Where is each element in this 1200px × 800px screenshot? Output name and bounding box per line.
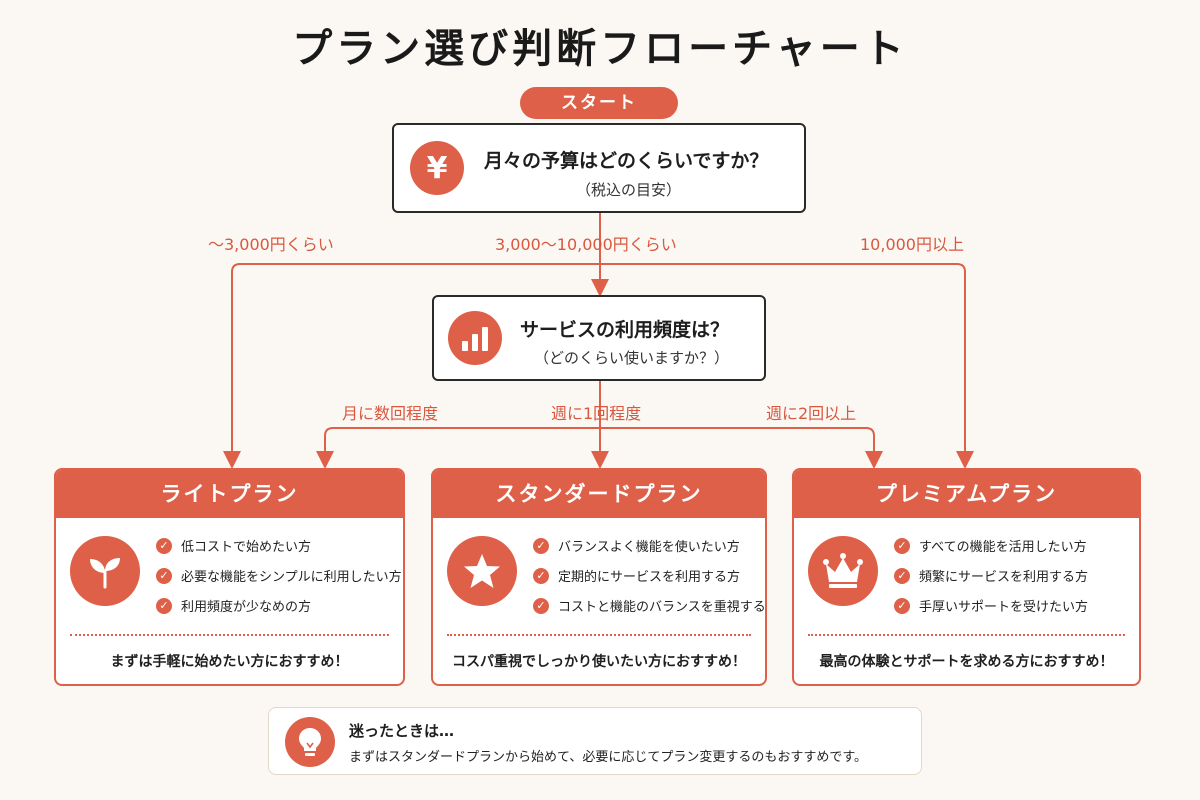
lightbulb-icon [285, 717, 335, 767]
check-icon: ✓ [156, 537, 172, 554]
divider [447, 634, 751, 636]
bar-chart-icon [448, 311, 502, 365]
plan-recommendation: まずは手軽に始めたい方におすすめ！ [110, 654, 349, 670]
plan-feature: ✓定期的にサービスを利用する方 [533, 566, 740, 585]
plan-feature: ✓バランスよく機能を使いたい方 [533, 536, 740, 555]
start-badge: スタート [520, 87, 678, 119]
plan-recommendation: 最高の体験とサポートを求める方におすすめ！ [819, 654, 1114, 670]
tip-body: まずはスタンダードプランから始めて、必要に応じてプラン変更するのもおすすめです。 [349, 750, 868, 765]
plan-feature: ✓手厚いサポートを受けたい方 [894, 596, 1088, 615]
plan-name: スタンダードプラン [433, 470, 765, 518]
question-frequency: サービスの利用頻度は？ （どのくらい使いますか？） [432, 295, 766, 381]
plan-feature: ✓利用頻度が少なめの方 [156, 596, 311, 615]
plan-name: プレミアムプラン [794, 470, 1139, 518]
plan-name: ライトプラン [56, 470, 403, 518]
branch-budget-high: 10,000円以上 [860, 235, 964, 254]
branch-budget-mid: 3,000〜10,000円くらい [495, 235, 677, 254]
question-frequency-note: （どのくらい使いますか？） [534, 349, 730, 367]
page-title: プラン選び判断フローチャート [292, 26, 908, 72]
star-icon [447, 536, 517, 606]
connector-freq-weekly-twice [600, 427, 883, 469]
tip-box: 迷ったときは… まずはスタンダードプランから始めて、必要に応じてプラン変更するの… [268, 707, 922, 775]
sprout-icon [70, 536, 140, 606]
check-icon: ✓ [533, 597, 549, 614]
plan-card-standard: スタンダードプラン ✓バランスよく機能を使いたい方 ✓定期的にサービスを利用する… [431, 468, 767, 686]
divider [808, 634, 1125, 636]
tip-title: 迷ったときは… [349, 722, 455, 740]
plan-feature: ✓必要な機能をシンプルに利用したい方 [156, 566, 402, 585]
plan-recommendation: コスパ重視でしっかり使いたい方におすすめ！ [452, 654, 746, 670]
branch-freq-weekly-twice: 週に2回以上 [766, 404, 857, 423]
plan-feature: ✓コストと機能のバランスを重視する方 [533, 596, 765, 615]
question-budget-note: （税込の目安） [576, 181, 682, 199]
divider [70, 634, 389, 636]
plan-feature: ✓頻繁にサービスを利用する方 [894, 566, 1088, 585]
branch-budget-low: 〜3,000円くらい [208, 235, 334, 254]
question-frequency-text: サービスの利用頻度は？ [520, 319, 730, 341]
plan-feature: ✓すべての機能を活用したい方 [894, 536, 1087, 555]
plan-feature: ✓低コストで始めたい方 [156, 536, 311, 555]
check-icon: ✓ [533, 567, 549, 584]
plan-card-premium: プレミアムプラン ✓すべての機能を活用したい方 ✓頻繁にサービスを利用する方 ✓… [792, 468, 1141, 686]
crown-icon [808, 536, 878, 606]
yen-icon: ¥ [410, 141, 464, 195]
check-icon: ✓ [156, 597, 172, 614]
branch-freq-weekly-once: 週に1回程度 [551, 404, 642, 423]
check-icon: ✓ [533, 537, 549, 554]
connector-freq-monthly [316, 427, 600, 469]
check-icon: ✓ [156, 567, 172, 584]
plan-card-light: ライトプラン ✓低コストで始めたい方 ✓必要な機能をシンプルに利用したい方 ✓利… [54, 468, 405, 686]
check-icon: ✓ [894, 567, 910, 584]
question-budget: ¥ 月々の予算はどのくらいですか？ （税込の目安） [392, 123, 806, 213]
check-icon: ✓ [894, 597, 910, 614]
question-budget-text: 月々の予算はどのくらいですか？ [484, 150, 769, 172]
check-icon: ✓ [894, 537, 910, 554]
branch-freq-monthly: 月に数回程度 [342, 404, 439, 423]
